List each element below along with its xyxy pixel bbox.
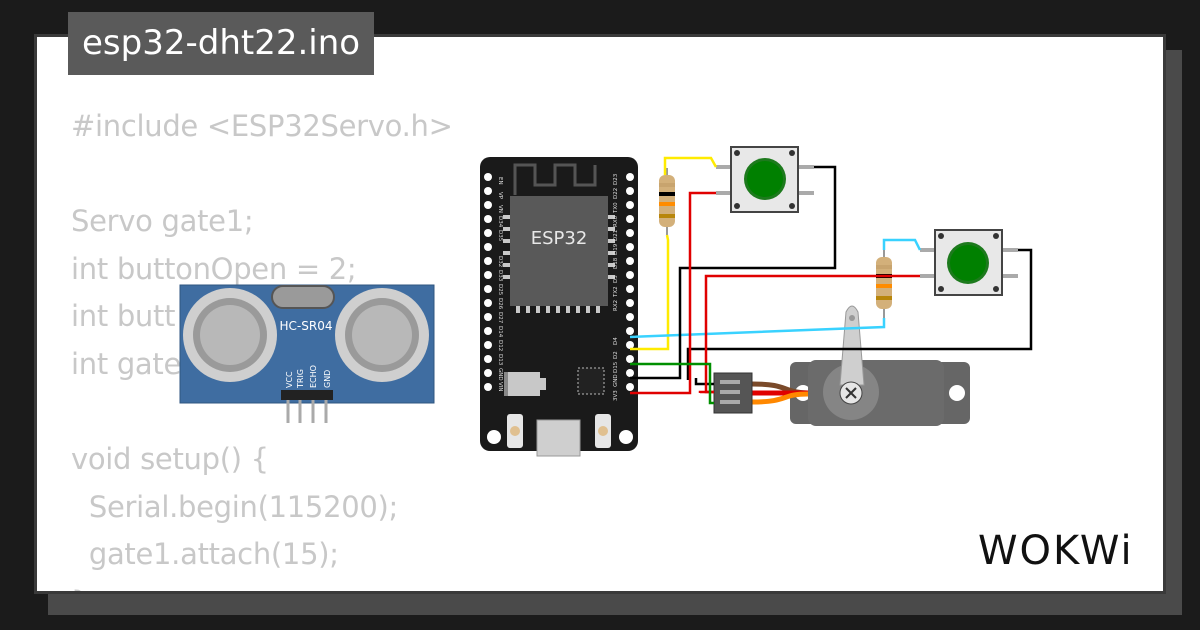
hc-sr04-pin-vcc: VCC [285, 371, 294, 388]
esp32-pin-d21: D21 [613, 230, 619, 241]
esp32-pin-d19: D19 [613, 243, 619, 255]
esp32-board[interactable]: ESP32 EN VP VN D34 D35 D32 D33 D25 D26 D… [480, 157, 638, 457]
esp32-pin-d15: D15 [613, 361, 619, 373]
wire-yellow-2 [630, 234, 670, 351]
esp32-pin-tx0: TX0 [613, 202, 619, 214]
wire-black-1 [630, 165, 837, 380]
code-line: void setup() { [71, 442, 269, 477]
esp32-pin-vp: VP [497, 192, 503, 200]
code-line: #include <ESP32Servo.h> [71, 109, 453, 143]
esp32-pin-d27: D27 [497, 312, 503, 324]
esp32-pin-d18: D18 [613, 257, 619, 269]
resistor-2[interactable] [876, 250, 892, 318]
esp32-pin-d4: D4 [613, 337, 619, 345]
wire-red-1 [630, 191, 716, 395]
wire-green [630, 362, 714, 405]
wire-cyan [882, 238, 922, 251]
esp32-pin-d13: D13 [497, 354, 503, 366]
code-line: gate1.attach(15); [71, 537, 339, 572]
esp32-pin-rx2: RX2 [613, 300, 619, 311]
esp32-pin-d25: D25 [497, 284, 503, 296]
code-line: Serial.begin(115200); [71, 489, 399, 524]
servo-motor[interactable] [713, 305, 970, 426]
esp32-pin-vin: VIN [497, 382, 503, 392]
esp32-pin-d34: D34 [497, 216, 503, 228]
esp32-pin-d26: D26 [497, 298, 503, 310]
esp32-pin-vn: VN [497, 205, 503, 213]
hc-sr04-pin-gnd: GND [323, 370, 332, 388]
esp32-pin-gnd-left: GND [497, 368, 503, 381]
esp32-pin-d23: D23 [613, 173, 619, 185]
wire-red-servo [698, 390, 714, 394]
esp32-pin-gnd-right: GND [613, 374, 619, 387]
pushbutton-2[interactable] [920, 229, 1018, 296]
wokwi-logo: WOKWi [978, 528, 1134, 574]
hc-sr04-sensor[interactable]: HC-SR04 VCC TRIG ECHO GND [179, 284, 435, 423]
code-line: int buttonOpen = 2; [71, 251, 357, 286]
esp32-pin-d32: D32 [497, 256, 503, 267]
code-line: int butt [71, 299, 176, 334]
esp32-pin-d12: D12 [497, 340, 503, 351]
hc-sr04-pin-trig: TRIG [296, 369, 305, 389]
wire-yellow-1 [663, 156, 718, 175]
pushbutton-1[interactable] [716, 146, 814, 213]
wire-group [629, 156, 1033, 405]
wire-cyan-2 [629, 318, 886, 339]
code-line: int gate [71, 346, 182, 381]
wire-black-servo [694, 378, 714, 386]
esp32-pin-d33: D33 [497, 270, 503, 282]
esp32-pin-d2: D2 [613, 351, 619, 359]
esp32-pin-3v3: 3V3 [613, 390, 619, 401]
esp32-chip-label: ESP32 [531, 228, 588, 249]
project-title[interactable]: esp32-dht22.ino [68, 12, 375, 75]
esp32-pin-d22: D22 [613, 188, 619, 199]
esp32-pin-d14: D14 [497, 326, 503, 338]
code-line: Servo gate1; [71, 204, 254, 239]
esp32-pin-tx2: TX2 [613, 286, 619, 298]
esp32-pin-rx0: RX0 [613, 215, 619, 227]
esp32-pin-en: EN [497, 177, 503, 185]
hc-sr04-pin-echo: ECHO [309, 365, 318, 388]
esp32-boot-button[interactable] [595, 414, 611, 448]
code-preview: #include <ESP32Servo.h> Servo gate1; int… [71, 103, 453, 591]
hc-sr04-label: HC-SR04 [280, 319, 333, 333]
resistor-1[interactable] [659, 168, 675, 235]
esp32-pin-d5: D5 [613, 275, 619, 283]
wire-black-2 [686, 248, 1033, 380]
esp32-en-button[interactable] [507, 414, 523, 448]
esp32-pin-d35: D35 [497, 230, 503, 242]
code-line: } [71, 585, 89, 591]
